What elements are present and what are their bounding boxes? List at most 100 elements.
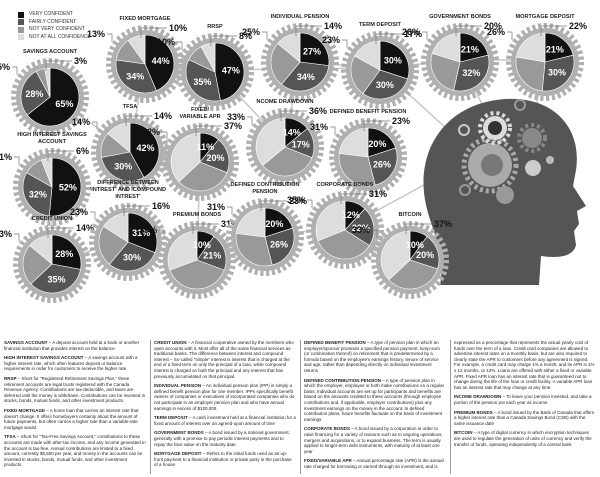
pie-title: CORPORATE BONDS xyxy=(316,182,373,188)
pie-slice xyxy=(167,230,198,271)
glossary-entry: BITCOIN – A type of digital currency in … xyxy=(454,430,596,447)
pie-slice xyxy=(354,40,381,71)
leader-line xyxy=(14,233,20,242)
leader-line xyxy=(262,31,268,40)
pie-slice xyxy=(299,32,330,66)
pie-slice xyxy=(338,153,376,187)
slice-value-label: 20% xyxy=(206,153,224,163)
pie-title: FIXED MORTGAGE xyxy=(120,16,171,22)
glossary-text: – A bond issued by a national government… xyxy=(154,430,290,447)
pie-slice xyxy=(379,40,410,80)
legend-swatch xyxy=(18,26,24,33)
pie-title: INDIVIDUAL PENSION xyxy=(271,14,330,20)
leader-line xyxy=(455,25,482,36)
glossary-entry: CORPORATE BONDS – A bond issued by a cor… xyxy=(304,426,446,454)
leader-line xyxy=(372,229,378,238)
slice-value-label: 31% xyxy=(221,219,239,229)
pie-slice xyxy=(380,230,411,281)
leader-line xyxy=(47,150,74,161)
glossary-term: HIGH INTEREST SAVINGS ACCOUNT xyxy=(4,355,84,361)
pie-chart: 14%17%33%36%NCOME DRAWDOWN xyxy=(227,99,327,186)
pie-slice xyxy=(264,227,295,266)
pie-slice xyxy=(115,59,157,94)
legend-swatch xyxy=(18,34,24,41)
slice-value-label: 27% xyxy=(303,46,321,56)
slice-value-label: 30% xyxy=(548,67,566,77)
slice-value-label: 20% xyxy=(368,139,386,149)
slice-value-label: 33% xyxy=(227,112,245,122)
glossary-text: – A bond issued by the Bank of Canada th… xyxy=(454,409,595,426)
pie-slice xyxy=(235,207,266,238)
slice-value-label: 17% xyxy=(404,29,422,39)
pie-slice xyxy=(362,69,408,100)
slice-value-label: 14% xyxy=(76,223,94,233)
pie-slice xyxy=(388,259,438,290)
glossary-text: – Short for "Registered Retirement Savin… xyxy=(4,375,146,404)
pie-title: 'INTREST' AND 'COMPOUND xyxy=(90,187,166,193)
pie-slice xyxy=(109,241,156,272)
slice-value-label: 26% xyxy=(487,27,505,37)
slice-value-label: 3% xyxy=(74,56,87,66)
legend-label: VERY CONFIDENT xyxy=(29,11,73,17)
leader-line xyxy=(260,200,287,211)
pie-slice xyxy=(235,233,273,267)
pie-title: HIGH INTEREST SAVINGS xyxy=(17,132,87,138)
pie-chart: 20%26%31%23%DEFINED BENEFIT PENSION xyxy=(310,109,410,196)
slice-value-label: 52% xyxy=(59,183,77,193)
pie-slice xyxy=(48,157,82,217)
glossary-text: – To leave your pension invested, and ta… xyxy=(454,394,592,405)
brain-gears-icon xyxy=(458,99,554,204)
glossary-text: – A cash investment held at a financial … xyxy=(154,415,296,426)
glossary-entry: INDIVIDUAL PENSION – An individual pensi… xyxy=(154,383,296,411)
slice-value-label: 36% xyxy=(309,106,327,116)
pie-chart: 28%35%23%14%CREDIT UNION xyxy=(0,216,94,303)
leader-line xyxy=(342,39,348,48)
pie-slice xyxy=(127,212,158,254)
pie-slice xyxy=(185,59,221,102)
slice-value-label: 31% xyxy=(207,202,225,212)
pie-slice xyxy=(430,53,461,91)
leader-line xyxy=(375,33,402,44)
pie-slice xyxy=(170,132,201,183)
slice-value-label: 42% xyxy=(136,143,154,153)
slice-value-label: 21% xyxy=(203,250,221,260)
pie-chart: 44%34%13%10%FIXED MORTGAGE xyxy=(87,16,187,103)
pie-slice xyxy=(214,42,245,101)
leader-line xyxy=(280,110,307,121)
glossary-text: – Annual percentage rate (APR) is the an… xyxy=(304,340,595,469)
slice-value-label: 10% xyxy=(406,240,424,250)
slice-value-label: 10% xyxy=(169,23,187,33)
legend: VERY CONFIDENT FAIRLY CONFIDENT NOT VERY… xyxy=(18,11,91,41)
glossary-term: MORTGAGE DEPOSIT xyxy=(154,451,202,457)
slice-value-label: 10% xyxy=(193,240,211,250)
pie-slice xyxy=(264,207,293,238)
legend-swatch xyxy=(18,19,24,26)
pie-title: NCOME DRAWDOWN xyxy=(256,99,313,105)
slice-value-label: 37% xyxy=(434,219,452,229)
pie-slice xyxy=(315,200,346,242)
legend-label: NOT AT ALL CONFIDENCE xyxy=(29,33,91,40)
pie-title: RRSP xyxy=(207,24,223,30)
slice-value-label: 6% xyxy=(76,146,89,156)
glossary-text: – A type of pension plan in which an emp… xyxy=(304,340,440,373)
pie-slice xyxy=(29,234,53,265)
slice-value-label: 32% xyxy=(142,127,160,137)
glossary-term: PREMIUM BONDS xyxy=(454,409,493,415)
pie-chart: 21%32%26%20%GOVERNMENT BONDS xyxy=(402,14,502,101)
pie-title: PENSION xyxy=(252,189,277,195)
glossary-term: CREDIT UNION xyxy=(154,340,187,345)
slice-value-label: 34% xyxy=(297,72,315,82)
slice-value-label: 35% xyxy=(47,274,65,284)
pie-title: CREDIT UNION xyxy=(32,216,72,222)
pie-slice xyxy=(144,34,175,92)
pie-slice xyxy=(515,56,546,92)
slice-value-label: 12% xyxy=(342,210,360,220)
glossary-text: – An individual pension plan (IPP) is si… xyxy=(154,383,295,411)
leader-line xyxy=(192,223,219,234)
leader-line xyxy=(363,120,390,131)
leader-line xyxy=(45,60,72,71)
leader-line xyxy=(177,41,183,50)
leader-line xyxy=(162,131,168,140)
glossary-term: CORPORATE BONDS xyxy=(304,426,350,432)
glossary: SAVINGS ACCOUNT – A deposit account held… xyxy=(4,340,596,474)
